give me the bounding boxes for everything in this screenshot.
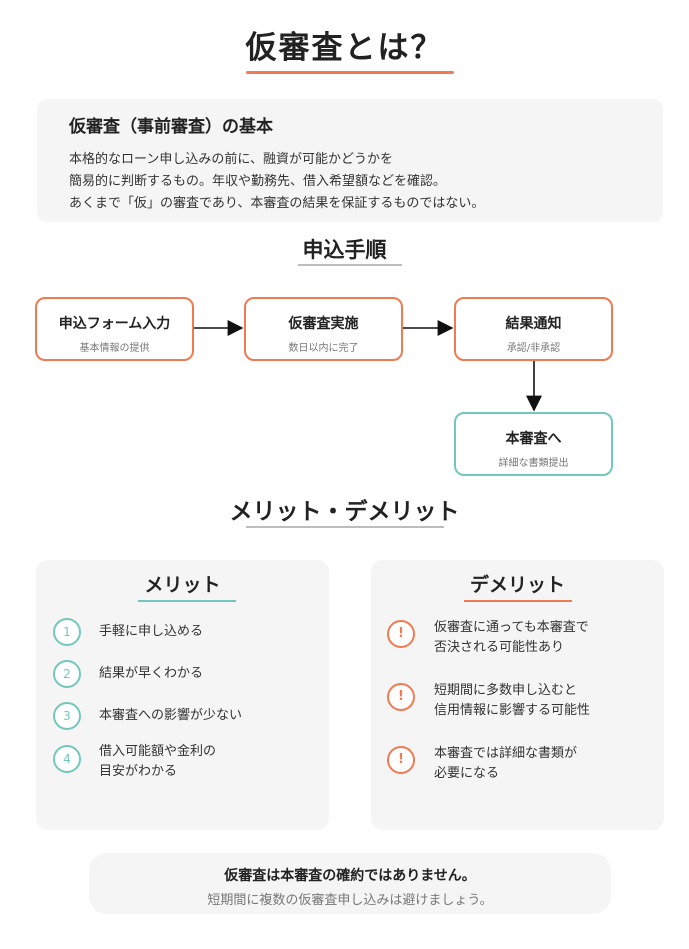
flow-step-screening: 仮審査実施 数日以内に完了	[244, 297, 403, 361]
merit-item: 結果が早くわかる	[99, 666, 204, 681]
basics-line: 本格的なローン申し込みの前に、融資が可能かどうかを	[69, 152, 393, 167]
flow-step-sub: 基本情報の提供	[79, 343, 150, 354]
merit-item: 本審査への影響が少ない	[99, 708, 243, 723]
warning-icon: !	[387, 746, 415, 774]
note-main-text: 仮審査は本審査の確約ではありません。	[224, 868, 476, 884]
demerits-underline	[464, 600, 572, 602]
merits-panel	[36, 560, 329, 830]
demerits-heading: デメリット	[469, 574, 565, 596]
flow-step-result: 結果通知 承認/非承認	[454, 297, 613, 361]
demerit-item: 短期間に多数申し込むと 信用情報に影響する可能性	[434, 683, 591, 718]
basics-line: 簡易的に判断するもの。年収や勤務先、借入希望額などを確認。	[69, 174, 447, 189]
flow-step-form: 申込フォーム入力 基本情報の提供	[35, 297, 194, 361]
merits-section-underline	[246, 526, 444, 528]
basics-line: あくまで「仮」の審査であり、本審査の結果を保証するものではない。	[69, 196, 485, 211]
demerit-item: 仮審査に通っても本審査で 否決される可能性あり	[434, 620, 589, 655]
note-sub-text: 短期間に複数の仮審査申し込みは避けましょう。	[207, 893, 493, 908]
note-box: 仮審査は本審査の確約ではありません。 短期間に複数の仮審査申し込みは避けましょう…	[89, 853, 611, 914]
flow-step-label: 仮審査実施	[288, 316, 359, 332]
flow-step-sub: 承認/非承認	[506, 343, 561, 354]
page-title: 仮審査とは？	[245, 30, 444, 66]
flow-step-sub: 詳細な書類提出	[498, 458, 569, 469]
warning-icon: !	[387, 683, 415, 711]
merits-underline	[138, 600, 236, 602]
merit-item: 借入可能額や金利の 目安がわかる	[99, 744, 217, 779]
basics-box	[37, 99, 663, 222]
number-3-icon: 3	[53, 702, 81, 730]
basics-heading: 仮審査（事前審査）の基本	[69, 117, 273, 137]
flow-step-label: 結果通知	[505, 316, 562, 332]
demerits-panel	[371, 560, 664, 830]
title-underline	[246, 71, 454, 74]
flow-step-sub: 数日以内に完了	[288, 343, 359, 354]
flow-step-label: 本審査へ	[505, 431, 562, 447]
flow-step-label: 申込フォーム入力	[58, 316, 171, 332]
merits-heading: メリット	[144, 574, 221, 596]
merits-section-heading: メリット・デメリット	[229, 499, 460, 525]
number-2-icon: 2	[53, 660, 81, 688]
warning-icon: !	[387, 620, 415, 648]
demerit-item: 本審査では詳細な書類が 必要になる	[434, 746, 578, 781]
merit-item: 手軽に申し込める	[99, 624, 204, 639]
procedure-underline	[298, 264, 402, 266]
procedure-heading: 申込手順	[302, 238, 387, 262]
number-1-icon: 1	[53, 618, 81, 646]
number-4-icon: 4	[53, 745, 81, 773]
flow-step-full-review: 本審査へ 詳細な書類提出	[454, 412, 613, 476]
